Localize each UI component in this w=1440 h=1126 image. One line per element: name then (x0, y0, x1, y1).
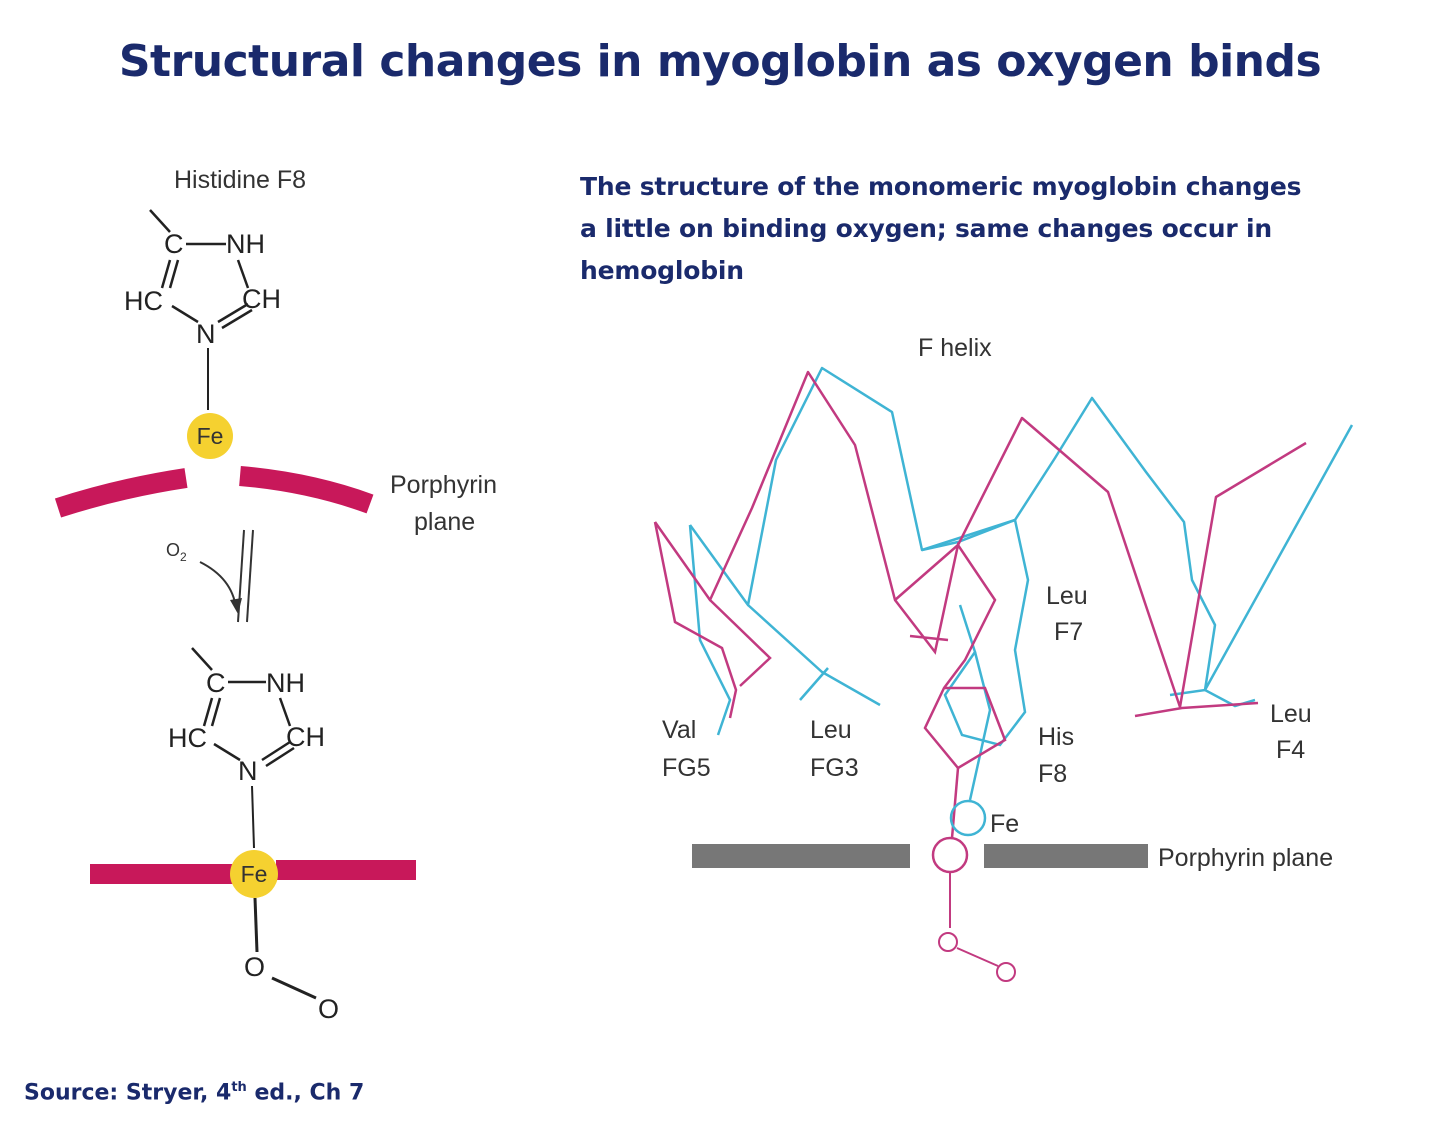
bond-hc-n-bottom (213, 742, 241, 762)
his-f8-label-line2: F8 (1038, 760, 1067, 788)
source-citation: Source: Stryer, 4th ed., Ch 7 (24, 1080, 364, 1105)
oxy-sidechain-f7 (894, 541, 1007, 770)
iron-atom-bottom (230, 850, 278, 898)
forward-arrow-line (237, 529, 245, 623)
val-fg5-label-line2: FG5 (662, 754, 711, 782)
fe-label-top: Fe (197, 423, 224, 449)
leu-f4-label-line2: F4 (1276, 736, 1305, 764)
leu-fg3-label-line2: FG3 (810, 754, 859, 782)
bond-c-hc-double-bottom (210, 697, 222, 727)
page-title: Structural changes in myoglobin as oxyge… (118, 36, 1322, 87)
oxy-f7-stub (909, 634, 949, 642)
porphyrin-flat-right (276, 860, 416, 880)
right-helix-diagram: F helix Leu F7 Val FG5 Leu FG3 His F8 Le… (653, 334, 1354, 982)
bond-c-hc (160, 259, 172, 289)
o2-curved-arrow (199, 561, 237, 609)
oxy-o-o-bond (956, 947, 999, 967)
fe-label-bottom: Fe (241, 861, 268, 887)
bond-n-ch-bottom (261, 740, 291, 762)
bond-c-hc-double (168, 259, 180, 289)
porphyrin-plane-right-bar (984, 844, 1148, 868)
atom-hc-bottom: HC (168, 723, 207, 753)
his-f8-label-line1: His (1038, 723, 1074, 751)
bond-n-ch-double (221, 308, 253, 330)
bond-n-fe-bottom (251, 785, 255, 849)
atom-c-bottom: C (206, 668, 226, 698)
o2-label: O2 (166, 540, 187, 564)
bond-c-hc-bottom (202, 697, 214, 727)
deoxy-sidechain-leu-fg3 (747, 604, 881, 707)
atom-n-bottom: N (238, 756, 258, 786)
equilibrium-arrows: O2 (166, 529, 254, 623)
atom-ch-top: CH (242, 284, 281, 314)
porphyrin-flat-left (90, 864, 236, 884)
deoxy-leu-fg3-cross (799, 667, 829, 701)
atom-o2: O (318, 994, 339, 1024)
atom-nh-top: NH (226, 229, 265, 259)
atom-o1: O (244, 952, 265, 982)
source-superscript: th (231, 1080, 247, 1095)
bond-n-ch (217, 302, 249, 324)
oxy-sidechain-leu-fg3 (709, 599, 772, 687)
source-suffix: ed., Ch 7 (246, 1080, 365, 1106)
left-deoxy-structure: Histidine F8 C NH HC CH N Fe Porphyrin p… (54, 166, 497, 536)
f-helix-label: F helix (918, 334, 992, 362)
oxy-sidechain-val (653, 521, 738, 719)
description-text: The structure of the monomeric myoglobin… (580, 172, 1302, 285)
iron-oxy-position (931, 836, 969, 874)
oxy-helix-trace (653, 370, 1307, 709)
iron-deoxy-position (949, 799, 987, 837)
porphyrin-plane-label: Porphyrin plane (1158, 844, 1333, 872)
deoxy-sidechain-his (968, 651, 992, 801)
deoxy-sidechain-val (688, 524, 732, 736)
leu-f7-label-line2: F7 (1054, 618, 1083, 646)
fe-label-right: Fe (990, 810, 1019, 838)
left-oxy-structure: C NH HC CH N Fe O O (90, 647, 416, 1024)
porphyrin-label-line2: plane (414, 508, 475, 536)
bond-nh-ch-bottom (278, 697, 292, 727)
oxygen-atom-2 (996, 962, 1016, 982)
reverse-arrow-line (246, 529, 254, 623)
oxy-leu-f4-cross (1134, 701, 1259, 718)
leu-f4-label-line1: Leu (1270, 700, 1312, 728)
atom-nh-bottom: NH (266, 668, 305, 698)
deoxy-helix-trace (688, 366, 1354, 692)
bond-n-ch-double-bottom (265, 746, 295, 768)
leu-fg3-label-line1: Leu (810, 716, 852, 744)
leu-f7-label-line1: Leu (1046, 582, 1088, 610)
methyl-bond-bottom (191, 647, 213, 671)
atom-hc-top: HC (124, 286, 163, 316)
val-fg5-label-line1: Val (662, 716, 696, 744)
atom-n-top: N (196, 319, 216, 349)
oxygen-atom-1 (938, 932, 958, 952)
porphyrin-plane-left-bar (692, 844, 910, 868)
source-prefix: Source: Stryer, 4 (24, 1080, 232, 1106)
histidine-f8-label: Histidine F8 (174, 166, 306, 194)
bond-o-o (271, 976, 317, 1000)
atom-ch-bottom: CH (286, 722, 325, 752)
porphyrin-domed-left (54, 468, 188, 518)
bond-nh-ch (236, 259, 250, 289)
bond-fe-o (253, 897, 259, 953)
atom-c-top: C (164, 229, 184, 259)
deoxy-sidechain-f7 (921, 518, 1030, 747)
bond-hc-n (171, 304, 199, 324)
porphyrin-label-line1: Porphyrin (390, 471, 497, 499)
iron-atom-top (187, 413, 233, 459)
methyl-bond (149, 209, 171, 233)
porphyrin-domed-right (239, 466, 374, 514)
